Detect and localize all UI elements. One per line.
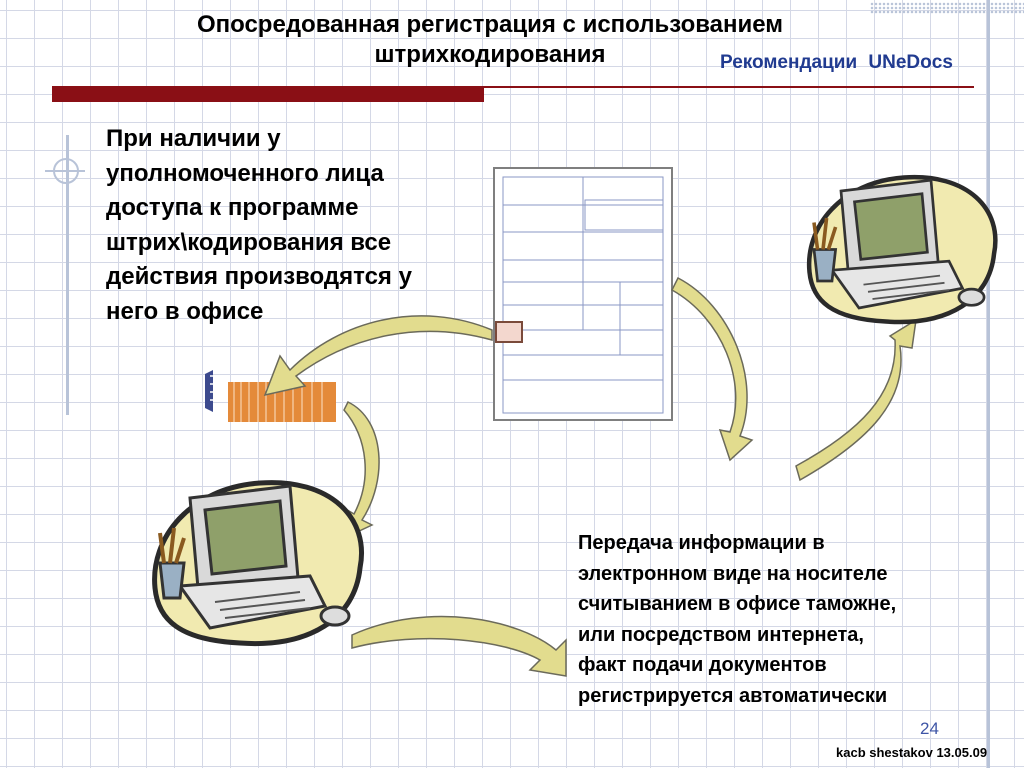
right-description: Передача информации в электронном виде н… xyxy=(578,532,897,707)
decor-tick xyxy=(45,170,85,172)
decor-line-right xyxy=(987,0,990,768)
document-form-icon xyxy=(493,167,673,421)
computer-clipart xyxy=(809,177,995,322)
accent-rule xyxy=(484,86,974,88)
computer-clipart xyxy=(155,483,362,644)
decor-line-left xyxy=(66,135,69,415)
left-description: При наличии у уполномоченного лица досту… xyxy=(106,125,412,325)
decor-dots xyxy=(870,2,1024,14)
arrow-pc-to-office xyxy=(351,615,567,677)
barcode-icon xyxy=(205,370,336,422)
arrow-form-to-barcode xyxy=(263,315,493,397)
arrow-form-to-pc2 xyxy=(671,276,754,462)
footer-credit: kacb shestakov 13.05.09 xyxy=(836,745,988,760)
arrow-pc2-loop xyxy=(795,318,917,482)
slide-title: Опосредованная регистрация с использован… xyxy=(196,11,784,68)
page-number: 24 xyxy=(920,719,939,738)
slide-subtitle: Рекомендации UNeDocs xyxy=(720,52,953,73)
curved-arrows xyxy=(263,276,917,677)
accent-bar xyxy=(52,86,484,102)
